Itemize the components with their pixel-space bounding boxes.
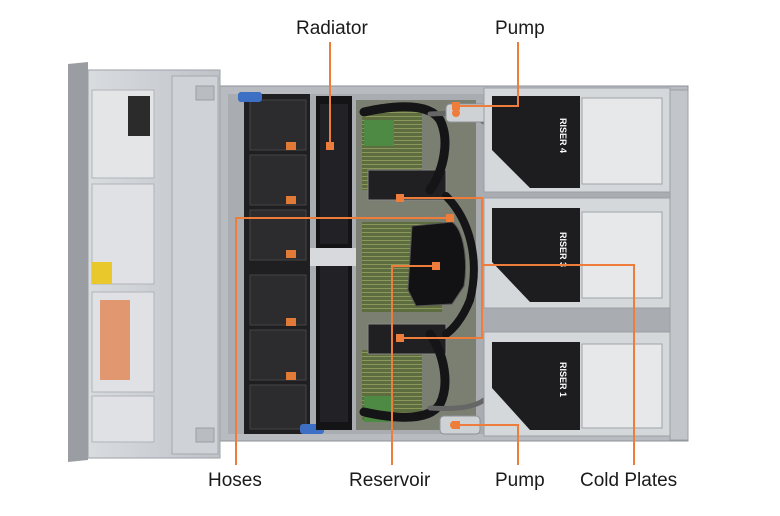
front-panel (68, 62, 221, 462)
label-radiator: Radiator (296, 18, 368, 39)
chassis-right-rail (669, 89, 689, 441)
riser-1-label: RISER 1 (558, 362, 568, 397)
label-hoses: Hoses (208, 470, 262, 491)
riser-3: RISER 3 (483, 197, 671, 309)
leader-reservoir (391, 265, 436, 465)
label-pump-bottom: Pump (495, 470, 545, 491)
leader-lines (235, 42, 635, 465)
leader-hoses (235, 217, 450, 465)
leader-pump-bottom (456, 424, 519, 465)
radiator (310, 96, 358, 430)
riser-4-label: RISER 4 (558, 118, 568, 153)
leader-cold-plate-bottom (400, 265, 483, 339)
riser-4: RISER 4 (483, 87, 671, 193)
label-cold-plates: Cold Plates (580, 470, 678, 491)
leader-pump-top (456, 42, 519, 107)
label-reservoir: Reservoir (349, 470, 431, 491)
riser-3-label: RISER 3 (558, 232, 568, 267)
fan-bank (238, 92, 324, 434)
label-pump-top: Pump (495, 18, 545, 39)
riser-1: RISER 1 (483, 331, 671, 437)
hoses (359, 102, 487, 422)
